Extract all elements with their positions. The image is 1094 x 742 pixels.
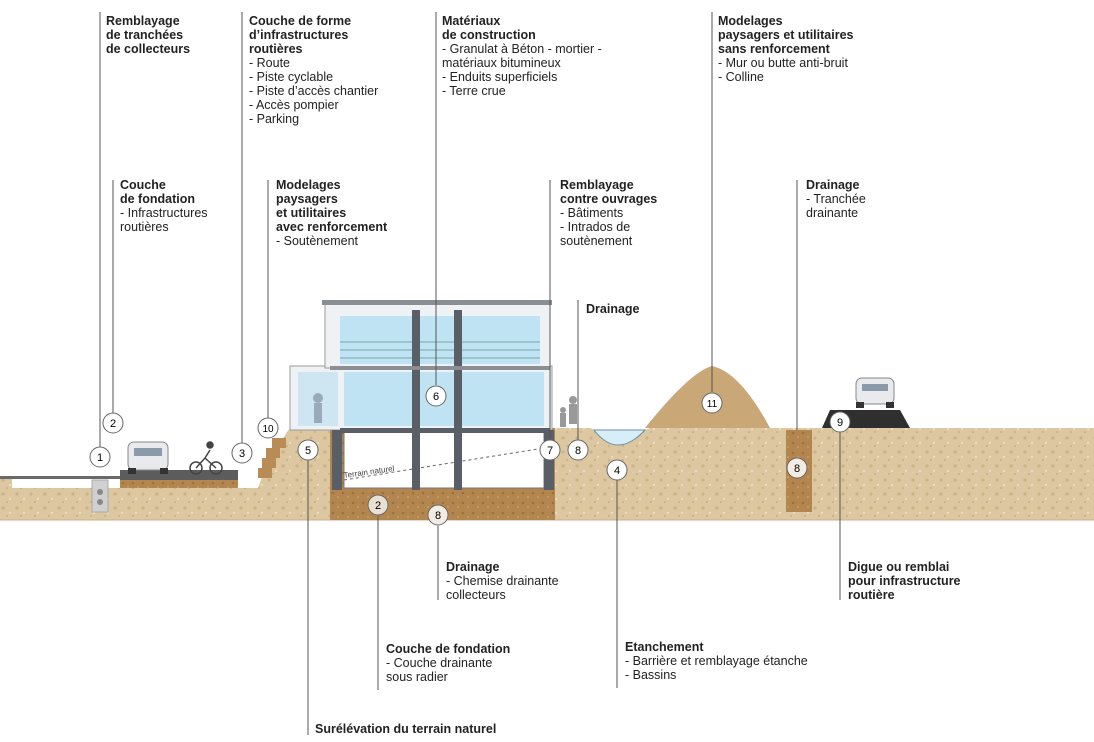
building xyxy=(289,300,555,520)
stairs xyxy=(258,438,286,478)
label-digue: Digue ou remblai pour infrastructure rou… xyxy=(848,560,961,602)
label-title: Remblayage de tranchées de collecteurs xyxy=(106,14,191,56)
marker-8-right: 8 xyxy=(786,457,808,479)
label-surelevation: Surélévation du terrain naturel xyxy=(315,722,496,736)
svg-text:3: 3 xyxy=(239,448,245,460)
label-title: Surélévation du terrain naturel xyxy=(315,722,497,736)
basin xyxy=(592,429,647,446)
label-item: Piste cyclable xyxy=(249,70,378,84)
label-remblayage-tranchees: Remblayage de tranchées de collecteurs xyxy=(106,14,190,56)
label-item: Soutènement xyxy=(276,234,387,248)
number-markers: 1 2 3 10 5 6 2 8 7 8 4 11 8 9 xyxy=(89,385,851,526)
marker-2-bottom: 2 xyxy=(367,494,389,516)
label-title: Couche de forme d’infrastructures routiè… xyxy=(249,14,352,56)
label-title: Couche de fondation xyxy=(386,642,511,656)
label-modelages-avec: Modelages paysagers et utilitaires avec … xyxy=(276,178,387,248)
label-couche-fondation-top: Couche de fondation Infrastructures rout… xyxy=(120,178,208,234)
label-item: Intrados de soutènement xyxy=(560,220,657,248)
marker-7: 7 xyxy=(539,439,561,461)
label-item: Bassins xyxy=(625,668,808,682)
label-couche-forme: Couche de forme d’infrastructures routiè… xyxy=(249,14,378,126)
marker-4: 4 xyxy=(606,459,628,481)
svg-text:10: 10 xyxy=(262,424,274,435)
svg-text:8: 8 xyxy=(435,510,441,522)
svg-text:6: 6 xyxy=(433,391,439,403)
leader-lines xyxy=(99,12,841,735)
svg-text:8: 8 xyxy=(575,445,581,457)
label-item: Tranchée drainante xyxy=(806,192,866,220)
marker-1: 1 xyxy=(89,446,111,468)
label-title: Couche de fondation xyxy=(120,178,195,206)
label-item: Infrastructures routières xyxy=(120,206,208,234)
svg-text:9: 9 xyxy=(837,417,843,429)
cyclist xyxy=(189,441,223,475)
label-item: Piste d’accès chantier xyxy=(249,84,379,98)
road-section xyxy=(0,470,238,513)
label-item: Barrière et remblayage étanche xyxy=(625,654,808,668)
label-item: Accès pompier xyxy=(249,98,378,112)
svg-text:2: 2 xyxy=(110,418,116,430)
svg-text:11: 11 xyxy=(707,399,718,410)
label-drainage-mid: Drainage xyxy=(586,302,640,316)
label-title: Matériaux de construction xyxy=(442,14,536,42)
marker-5: 5 xyxy=(297,439,319,461)
marker-6: 6 xyxy=(425,385,447,407)
label-title: Modelages paysagers et utilitaires sans … xyxy=(718,14,854,56)
marker-2-top: 2 xyxy=(102,412,124,434)
svg-text:7: 7 xyxy=(547,445,553,457)
label-item: Granulat à Béton - mortier - matériaux b… xyxy=(442,42,602,70)
label-title: Drainage xyxy=(446,560,500,574)
car-left xyxy=(127,441,169,474)
marker-8-mid: 8 xyxy=(567,439,589,461)
label-title: Drainage xyxy=(806,178,860,192)
label-title: Remblayage contre ouvrages xyxy=(560,178,658,206)
label-etanchement: Etanchement Barrière et remblayage étanc… xyxy=(625,640,808,682)
marker-8-bottom: 8 xyxy=(427,504,449,526)
label-item: Enduits superficiels xyxy=(442,70,602,84)
label-drainage-right: Drainage Tranchée drainante xyxy=(806,178,866,220)
label-item: Couche drainante sous radier xyxy=(386,656,510,684)
label-title: Modelages paysagers et utilitaires avec … xyxy=(276,178,388,234)
label-item: Chemise drainante collecteurs xyxy=(446,574,559,602)
marker-10: 10 xyxy=(257,417,279,439)
svg-text:1: 1 xyxy=(97,452,103,464)
svg-text:2: 2 xyxy=(375,500,381,512)
label-remblayage-ouvrages: Remblayage contre ouvrages Bâtiments Int… xyxy=(560,178,657,248)
svg-text:8: 8 xyxy=(794,463,800,475)
marker-3: 3 xyxy=(231,442,253,464)
svg-text:5: 5 xyxy=(305,445,311,457)
label-item: Parking xyxy=(249,112,378,126)
label-title: Digue ou remblai pour infrastructure rou… xyxy=(848,560,961,602)
svg-text:4: 4 xyxy=(614,465,620,477)
car-right xyxy=(855,377,895,408)
label-modelages-sans: Modelages paysagers et utilitaires sans … xyxy=(718,14,853,84)
marker-9: 9 xyxy=(829,411,851,433)
label-title: Drainage xyxy=(586,302,640,316)
label-item: Colline xyxy=(718,70,853,84)
marker-11: 11 xyxy=(701,392,723,414)
people xyxy=(560,396,577,427)
label-title: Etanchement xyxy=(625,640,704,654)
label-item: Terre crue xyxy=(442,84,602,98)
label-materiaux: Matériaux de construction Granulat à Bét… xyxy=(442,14,602,98)
label-drainage-bottom: Drainage Chemise drainante collecteurs xyxy=(446,560,559,602)
label-item: Route xyxy=(249,56,378,70)
label-item: Mur ou butte anti-bruit xyxy=(718,56,853,70)
label-couche-fondation-bottom: Couche de fondation Couche drainante sou… xyxy=(386,642,510,684)
label-item: Bâtiments xyxy=(560,206,657,220)
